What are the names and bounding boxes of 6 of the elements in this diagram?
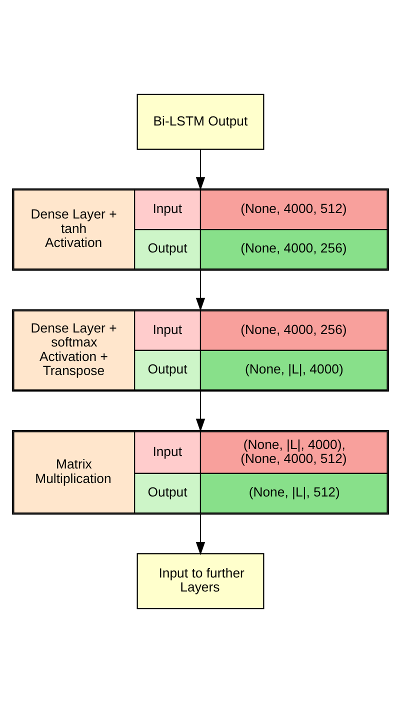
arrow (196, 149, 206, 190)
node-box: Input to further Layers (136, 552, 264, 609)
arrow (196, 270, 206, 311)
node-box: Bi-LSTM Output (136, 93, 264, 150)
arrow (196, 390, 206, 432)
arrow (196, 514, 206, 555)
